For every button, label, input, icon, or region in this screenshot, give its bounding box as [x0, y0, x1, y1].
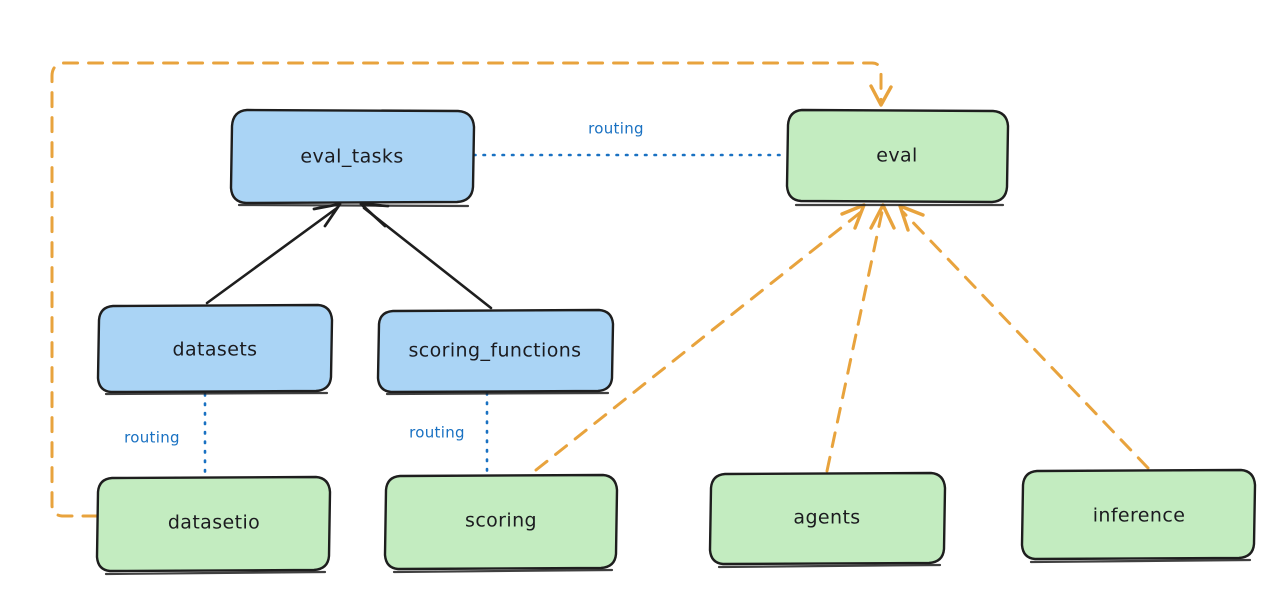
node-eval[interactable]: eval — [785, 108, 1010, 207]
node-label-scoring-functions: scoring_functions — [409, 340, 582, 362]
edge-datasetio-eval — [50, 61, 893, 518]
node-datasetio[interactable]: datasetio — [95, 475, 332, 576]
node-label-scoring: scoring — [465, 510, 537, 532]
edge-datasets-datasetio: routing — [124, 392, 207, 479]
edge-agents-eval — [825, 203, 896, 473]
node-label-agents: agents — [793, 507, 860, 529]
node-layer: eval_tasks eval datasets scoring_functio… — [95, 108, 1257, 576]
node-label-inference: inference — [1093, 505, 1186, 527]
edge-datasets-eval-tasks — [205, 202, 342, 305]
edge-scoring-functions-scoring: routing — [409, 391, 489, 478]
node-label-eval: eval — [876, 145, 917, 167]
node-inference[interactable]: inference — [1020, 468, 1257, 564]
edge-label-routing-scoring-functions: routing — [409, 424, 465, 442]
node-label-datasetio: datasetio — [168, 512, 260, 534]
node-label-datasets: datasets — [173, 339, 258, 361]
node-label-eval-tasks: eval_tasks — [300, 146, 403, 168]
edge-label-routing-datasets: routing — [124, 429, 180, 447]
node-scoring[interactable]: scoring — [383, 473, 619, 574]
edge-eval-tasks-eval: routing — [472, 120, 789, 157]
edge-inference-eval — [898, 204, 1150, 470]
node-scoring-functions[interactable]: scoring_functions — [376, 308, 615, 396]
edge-scoring-functions-eval-tasks — [359, 202, 493, 310]
node-datasets[interactable]: datasets — [96, 303, 334, 396]
node-agents[interactable]: agents — [708, 471, 947, 569]
edge-label-routing-eval-tasks: routing — [588, 120, 644, 138]
node-eval-tasks[interactable]: eval_tasks — [229, 108, 476, 208]
